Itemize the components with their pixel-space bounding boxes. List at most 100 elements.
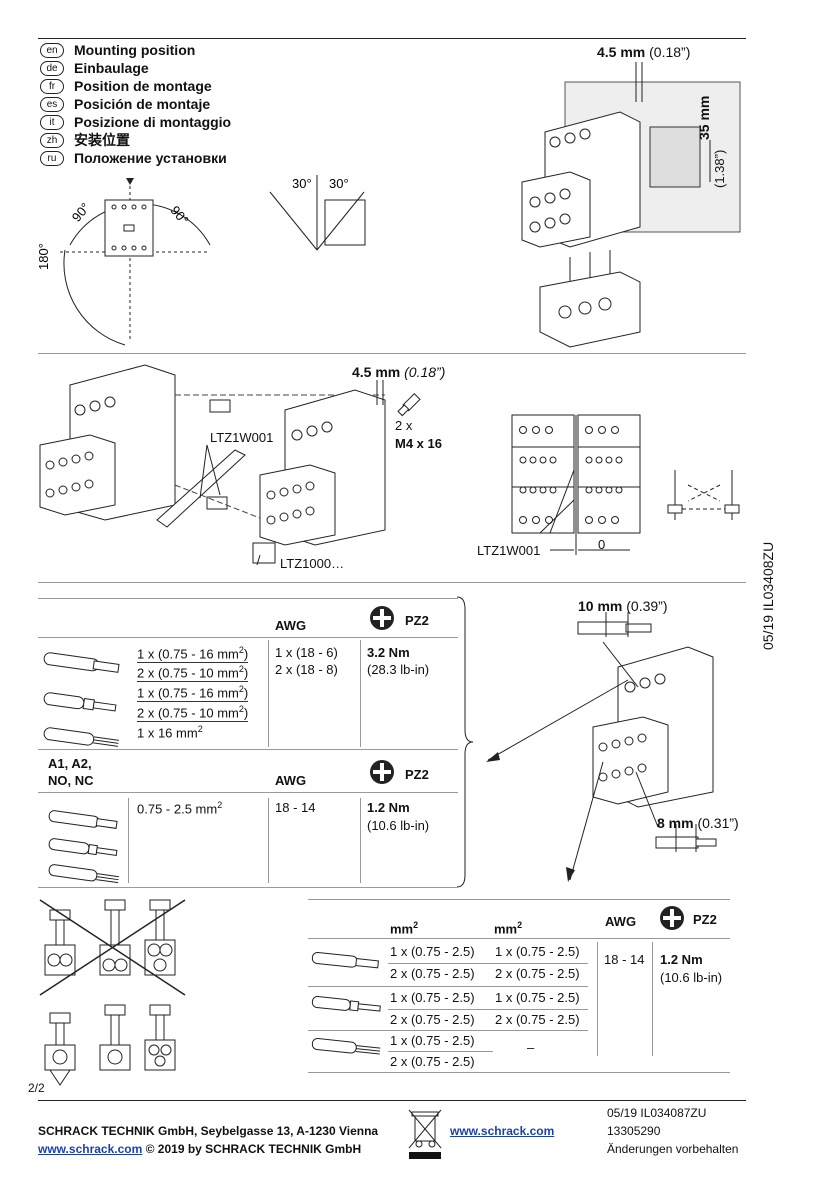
terminal-correct-3 — [144, 1004, 176, 1071]
wiring-aux-awg: 18 - 14 — [275, 800, 316, 815]
terminal-wrong-3 — [144, 899, 176, 976]
footer-notice: Änderungen vorbehalten — [607, 1142, 739, 1156]
wiring-aux-pz-label: PZ2 — [405, 767, 429, 782]
mounting-angle-diagram: 90° 90° 180° — [36, 178, 211, 346]
screw-count: 2 x — [395, 418, 413, 433]
footer-article-number: 13305290 — [607, 1124, 661, 1138]
wiring-main-pz-label: PZ2 — [405, 613, 429, 628]
wiring-bottom-row-rule-3 — [388, 1009, 588, 1010]
wiring-aux-awg-header: AWG — [275, 773, 307, 788]
footer-link-2[interactable]: www.schrack.com — [450, 1124, 555, 1138]
wiring-bottom-bottom-rule — [308, 1072, 730, 1073]
wiring-aux-top-rule — [38, 749, 458, 750]
section-divider-2 — [38, 582, 746, 583]
rail-dimension-inch: (1.38”) — [712, 149, 727, 188]
angle-90-right: 90° — [167, 203, 191, 228]
wiring-aux-col-divider-2 — [268, 798, 269, 883]
wiring-bottom-col2-row1: 1 x (0.75 - 2.5) — [495, 944, 580, 959]
wiring-bottom-col2-header: mm2 — [494, 920, 523, 937]
cross-out-line-2 — [39, 899, 186, 996]
wiring-bottom-col2-row4: 2 x (0.75 - 2.5) — [495, 1012, 580, 1027]
terminal-wrong-1 — [44, 909, 76, 976]
wiring-bottom-awg: 18 - 14 — [604, 952, 645, 967]
footer-rule — [38, 1100, 746, 1101]
wiring-main-row-3: 1 x (0.75 - 16 mm2) — [137, 684, 249, 703]
top-spacing-dimension: 4.5 mm (0.18”) — [597, 44, 691, 60]
wiring-bottom-row-rule-5 — [388, 1051, 493, 1052]
wiring-bottom-pz-label: PZ2 — [693, 912, 717, 927]
wiring-bottom-col1-row4: 2 x (0.75 - 2.5) — [390, 1012, 475, 1027]
wiring-aux-torque: 1.2 Nm — [367, 800, 410, 815]
pozidriv-icon-aux — [370, 760, 394, 784]
wiring-aux-range: 0.75 - 2.5 mm2 — [137, 800, 223, 817]
wiring-bottom-col2-row2: 2 x (0.75 - 2.5) — [495, 966, 580, 981]
wiring-main-header-rule — [38, 637, 458, 638]
terminal-screw-illustration — [39, 899, 186, 1086]
wiring-bottom-col1-row1: 1 x (0.75 - 2.5) — [390, 944, 475, 959]
wiring-main-col-divider-1 — [268, 640, 269, 747]
wiring-aux-col-divider-3 — [360, 798, 361, 883]
wiring-bottom-col2-dash: – — [527, 1040, 535, 1055]
wiring-main-row-4: 2 x (0.75 - 10 mm2) — [137, 704, 249, 723]
tilt-angle-diagram: 30° 30° — [269, 175, 366, 251]
wiring-bottom-header-rule — [308, 938, 730, 939]
wiring-main-row-2: 2 x (0.75 - 10 mm2) — [137, 664, 249, 683]
spacing-zero: 0 — [598, 537, 606, 552]
wiring-aux-label-1: A1, A2, — [48, 756, 92, 771]
wiring-aux-label-2: NO, NC — [48, 773, 94, 788]
footer-company: SCHRACK TECHNIK GmbH, Seybelgasse 13, A-… — [38, 1124, 379, 1138]
aux-strip-length: 8 mm (0.31”) — [657, 815, 739, 831]
wiring-bottom-row-rule-2 — [308, 986, 588, 987]
footer-copyright-line: www.schrack.com © 2019 by SCHRACK TECHNI… — [38, 1142, 362, 1156]
assembly-dimension: 4.5 mm (0.18”) — [352, 364, 446, 380]
label-ltz1w001-b: LTZ1W001 — [477, 543, 541, 558]
terminal-wrong-2 — [99, 899, 131, 976]
wiring-bottom-torque: 1.2 Nm — [660, 952, 703, 967]
footer-doc-code: 05/19 IL034087ZU — [607, 1106, 707, 1120]
footer-link-1[interactable]: www.schrack.com — [38, 1142, 143, 1156]
wiring-bottom-row-rule-1 — [388, 963, 588, 964]
wiring-bottom-col1-row5: 1 x (0.75 - 2.5) — [390, 1033, 475, 1048]
wire-illustrations-main — [43, 652, 120, 747]
wire-illustrations-aux — [48, 810, 119, 884]
wiring-bottom-col-divider-1 — [597, 942, 598, 1056]
screw-spec: M4 x 16 — [395, 436, 442, 451]
pozidriv-icon — [370, 606, 394, 630]
wiring-aux-torque-lbin: (10.6 lb-in) — [367, 818, 430, 833]
wiring-main-awg-2: 2 x (18 - 8) — [275, 662, 338, 677]
wire-illustrations-bottom — [311, 951, 381, 1055]
section-brace — [456, 596, 474, 888]
angle-180: 180° — [36, 243, 51, 270]
wiring-bottom-top-rule — [308, 899, 730, 900]
label-ltz1000: LTZ1000… — [280, 556, 345, 571]
page-number: 2/2 — [28, 1081, 45, 1095]
wiring-bottom-col1-row6: 2 x (0.75 - 2.5) — [390, 1054, 475, 1069]
wiring-aux-header-rule — [38, 792, 458, 793]
top-rule — [38, 38, 746, 39]
rail-dimension: 35 mm — [696, 95, 712, 140]
terminal-correct-2 — [99, 1004, 131, 1071]
wiring-bottom-col2-row3: 1 x (0.75 - 2.5) — [495, 990, 580, 1005]
section-divider-1 — [38, 353, 746, 354]
angle-30-right: 30° — [329, 176, 349, 191]
wiring-bottom-col1-row3: 1 x (0.75 - 2.5) — [390, 990, 475, 1005]
wiring-main-row-5: 1 x 16 mm2 — [137, 724, 203, 741]
wiring-bottom-col1-header: mm2 — [390, 920, 419, 937]
wiring-aux-bottom-rule — [38, 887, 458, 888]
wiring-main-awg-1: 1 x (18 - 6) — [275, 645, 338, 660]
label-ltz1w001: LTZ1W001 — [210, 430, 274, 445]
side-document-code: 05/19 IL03408ZU — [760, 541, 776, 650]
terminal-correct-1 — [44, 1012, 76, 1086]
weee-bin-icon — [408, 1109, 442, 1159]
angle-90-left: 90° — [69, 200, 93, 225]
contactor-illustration-wiring — [486, 612, 717, 882]
wiring-main-top-rule — [38, 598, 458, 599]
wiring-main-row-1: 1 x (0.75 - 16 mm2) — [137, 645, 249, 664]
spacing-diagram — [511, 414, 740, 555]
